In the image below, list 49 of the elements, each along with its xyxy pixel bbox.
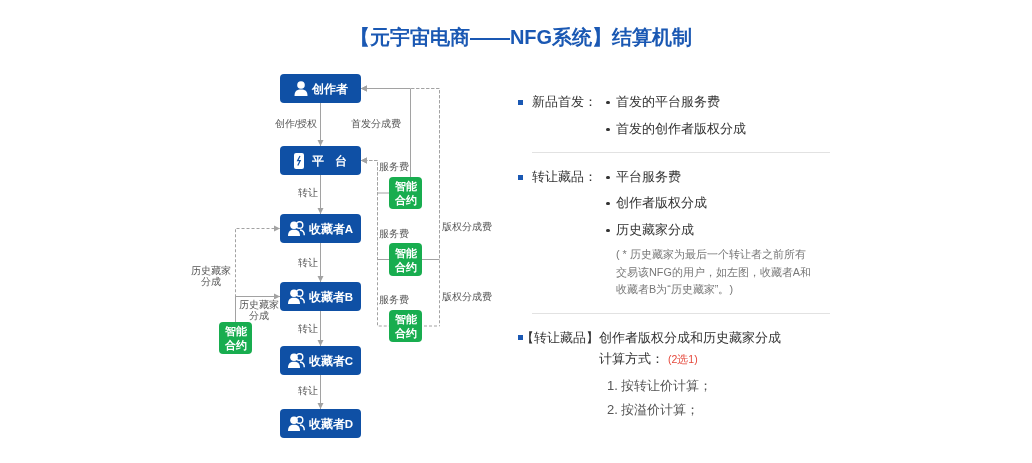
role-box xyxy=(280,146,361,175)
edge-label: 服务费 xyxy=(379,293,409,305)
list-item: 首发的创作者版权分成 xyxy=(616,121,746,137)
title: 【元宇宙电商——NFG系统】结算机制 xyxy=(349,25,693,49)
role-label: 平台 xyxy=(312,153,357,168)
role-box xyxy=(280,282,361,311)
arrow xyxy=(317,310,324,347)
edge-label: 版权分成费 xyxy=(442,290,492,302)
contract-box: 智能合约 xyxy=(389,177,422,209)
list-item: 创作者版权分成 xyxy=(616,195,707,211)
role-label: 收藏者C xyxy=(308,353,354,368)
edge-label: 创作/授权 xyxy=(274,117,318,129)
arrow xyxy=(235,225,281,323)
list-item: 历史藏家分成 xyxy=(616,222,694,238)
role-box xyxy=(280,74,361,103)
arrow xyxy=(317,174,324,215)
numbered-step: 2. 按溢价计算； xyxy=(607,402,700,418)
edge-label: 转让 xyxy=(298,256,318,268)
section-heading: 转让藏品： xyxy=(532,169,597,185)
role-label: 收藏者A xyxy=(308,221,354,236)
contract-box: 智能合约 xyxy=(389,243,422,276)
edge-label: 版权分成费 xyxy=(442,220,492,232)
contract-box: 智能合约 xyxy=(389,310,422,342)
arrow xyxy=(317,374,324,410)
section-heading: 新品首发： xyxy=(532,94,597,110)
edge-label: 转让 xyxy=(298,186,318,198)
numbered-step: 1. 按转让价计算； xyxy=(607,378,713,394)
arrow xyxy=(360,157,390,327)
contract-box: 智能合约 xyxy=(219,322,252,354)
list-item: 平台服务费 xyxy=(616,169,681,185)
edge-label: 历史藏家分成 xyxy=(190,265,232,287)
edge-label: 服务费 xyxy=(379,160,409,172)
role-box xyxy=(280,409,361,438)
role-box xyxy=(280,346,361,375)
list-item: 首发的平台服务费 xyxy=(616,94,720,110)
arrow xyxy=(360,85,440,327)
section-heading: 【转让藏品】创作者版权分成和历史藏家分成计算方式： (2选1) xyxy=(521,328,782,368)
arrow xyxy=(317,242,324,283)
edge-label: 转让 xyxy=(298,322,318,334)
note-text: ( * 历史藏家为最后一个转让者之前所有交易该NFG的用户，如左图，收藏者A和收藏者B为“历史藏家”。) xyxy=(616,247,812,297)
role-box xyxy=(280,214,361,243)
arrow xyxy=(317,102,324,147)
edge-label: 历史藏家分成 xyxy=(238,299,279,321)
edge-label: 服务费 xyxy=(379,227,409,239)
edge-label: 转让 xyxy=(298,384,318,396)
role-label: 收藏者B xyxy=(308,289,354,304)
edge-label: 首发分成费 xyxy=(351,117,401,129)
role-label: 收藏者D xyxy=(308,416,354,431)
role-label: 创作者 xyxy=(311,81,348,96)
